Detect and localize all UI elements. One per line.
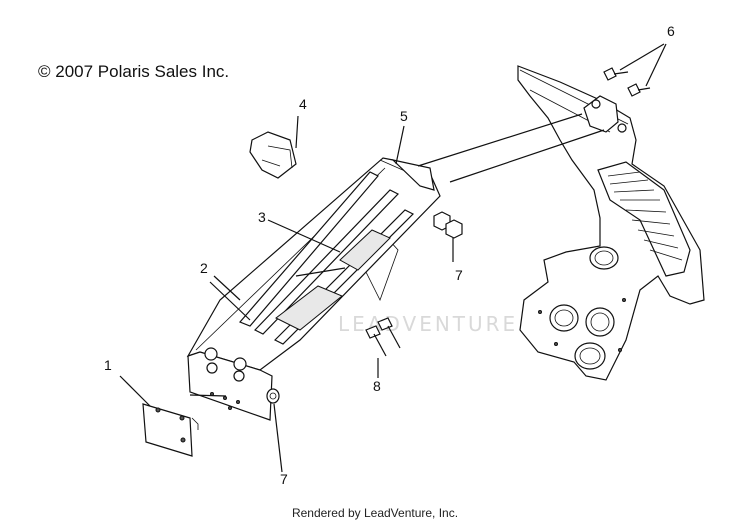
nut-part-lower	[266, 388, 280, 404]
assembly-lines	[209, 113, 605, 321]
bolt-part	[603, 67, 651, 97]
footer-text: Rendered by LeadVenture, Inc.	[291, 506, 459, 520]
callout-8: 8	[373, 378, 381, 394]
callout-1: 1	[104, 357, 112, 373]
nut-part-upper	[433, 211, 463, 239]
rivet-part	[365, 317, 401, 357]
copyright-text: © 2007 Polaris Sales Inc.	[38, 62, 230, 81]
watermark-text: LEADVENTURE	[338, 312, 518, 336]
clip-part	[249, 131, 297, 179]
callout-3: 3	[258, 209, 266, 225]
callout-6: 6	[667, 23, 675, 39]
callout-2: 2	[200, 260, 208, 276]
bracket-plate-part	[142, 403, 199, 457]
callout-7-lower: 7	[280, 471, 288, 487]
callout-5: 5	[400, 108, 408, 124]
callout-7-upper: 7	[455, 267, 463, 283]
callout-4: 4	[299, 96, 307, 112]
callout-leaders	[119, 43, 667, 473]
frame-assembly	[517, 65, 705, 381]
skid-plate-part	[186, 157, 441, 421]
